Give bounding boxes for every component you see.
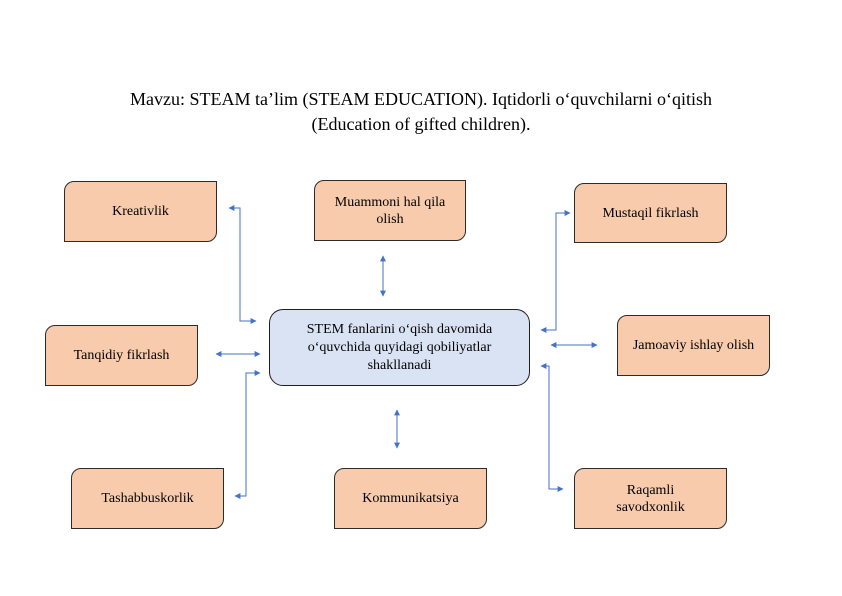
- connector-mustaqil: [540, 210, 571, 333]
- skill-label: Jamoaviy ishlay olish: [632, 338, 755, 353]
- skill-box-tashabbuskorlik: Tashabbuskorlik: [71, 468, 224, 529]
- diagram-title: Mavzu: STEAM ta’lim (STEAM EDUCATION). I…: [60, 87, 782, 137]
- skill-label: Muammoni hal qila olish: [334, 194, 446, 227]
- skill-label: Mustaqil fikrlash: [602, 205, 699, 221]
- skill-box-raqamli-savodxonlik: Raqamli savodxonlik: [574, 468, 727, 529]
- skill-label: Tashabbuskorlik: [101, 491, 194, 506]
- skill-box-mustaqil-fikrlash: Mustaqil fikrlash: [574, 183, 727, 243]
- title-line-1: Mavzu: STEAM ta’lim (STEAM EDUCATION). I…: [130, 89, 712, 109]
- skill-box-jamoaviy-ishlay-olish: Jamoaviy ishlay olish: [617, 315, 770, 376]
- skill-label: Raqamli savodxonlik: [616, 482, 685, 515]
- connector-raqamli: [540, 363, 564, 492]
- skill-label: Kreativlik: [112, 204, 169, 219]
- skill-box-kreativlik: Kreativlik: [64, 181, 217, 242]
- connector-tashabbuskorlik: [234, 370, 261, 499]
- central-concept-box: STEM fanlarini o‘qish davomida o‘quvchid…: [269, 309, 530, 386]
- skill-label: Kommunikatsiya: [362, 491, 459, 506]
- skill-box-tanqidiy-fikrlash: Tanqidiy fikrlash: [45, 325, 198, 386]
- central-concept-label: STEM fanlarini o‘qish davomida o‘quvchid…: [306, 321, 493, 373]
- connector-kreativlik: [228, 205, 257, 324]
- skill-label: Tanqidiy fikrlash: [73, 348, 170, 363]
- title-line-2: (Education of gifted children).: [311, 114, 531, 134]
- skill-box-muammoni-hal-qila-olish: Muammoni hal qila olish: [314, 180, 466, 241]
- skill-box-kommunikatsiya: Kommunikatsiya: [334, 468, 487, 529]
